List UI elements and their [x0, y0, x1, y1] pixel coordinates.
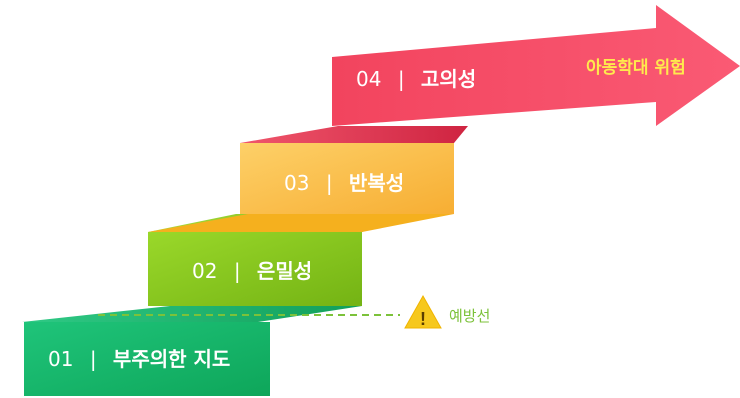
step-04-label: 고의성	[421, 67, 476, 91]
step-03-label: 반복성	[349, 171, 404, 195]
step-01-text: 01 | 부주의한 지도	[48, 347, 230, 371]
step-03	[148, 143, 454, 232]
step-02-separator: |	[234, 259, 241, 283]
warning-icon: !	[404, 294, 442, 329]
step-04-number: 04	[356, 67, 381, 91]
step-02-label: 은밀성	[257, 259, 312, 283]
step-03-number: 03	[284, 171, 309, 195]
step-01-separator: |	[90, 347, 97, 371]
step-03-separator: |	[326, 171, 333, 195]
step-01	[24, 322, 270, 396]
step-04-arrow	[332, 5, 740, 126]
step-04-text: 04 | 고의성	[356, 67, 476, 91]
step-02-number: 02	[192, 259, 217, 283]
step-02	[148, 232, 362, 306]
prevention-label: 예방선	[449, 307, 490, 325]
svg-text:!: !	[420, 309, 426, 329]
fold-01-02	[22, 306, 362, 322]
step-04-separator: |	[398, 67, 405, 91]
step-01-label: 부주의한 지도	[113, 347, 230, 371]
step-03-text: 03 | 반복성	[284, 171, 404, 195]
step-01-number: 01	[48, 347, 73, 371]
risk-label: 아동학대 위험	[586, 57, 686, 78]
step-02-text: 02 | 은밀성	[192, 259, 312, 283]
fold-03-04	[240, 126, 468, 143]
